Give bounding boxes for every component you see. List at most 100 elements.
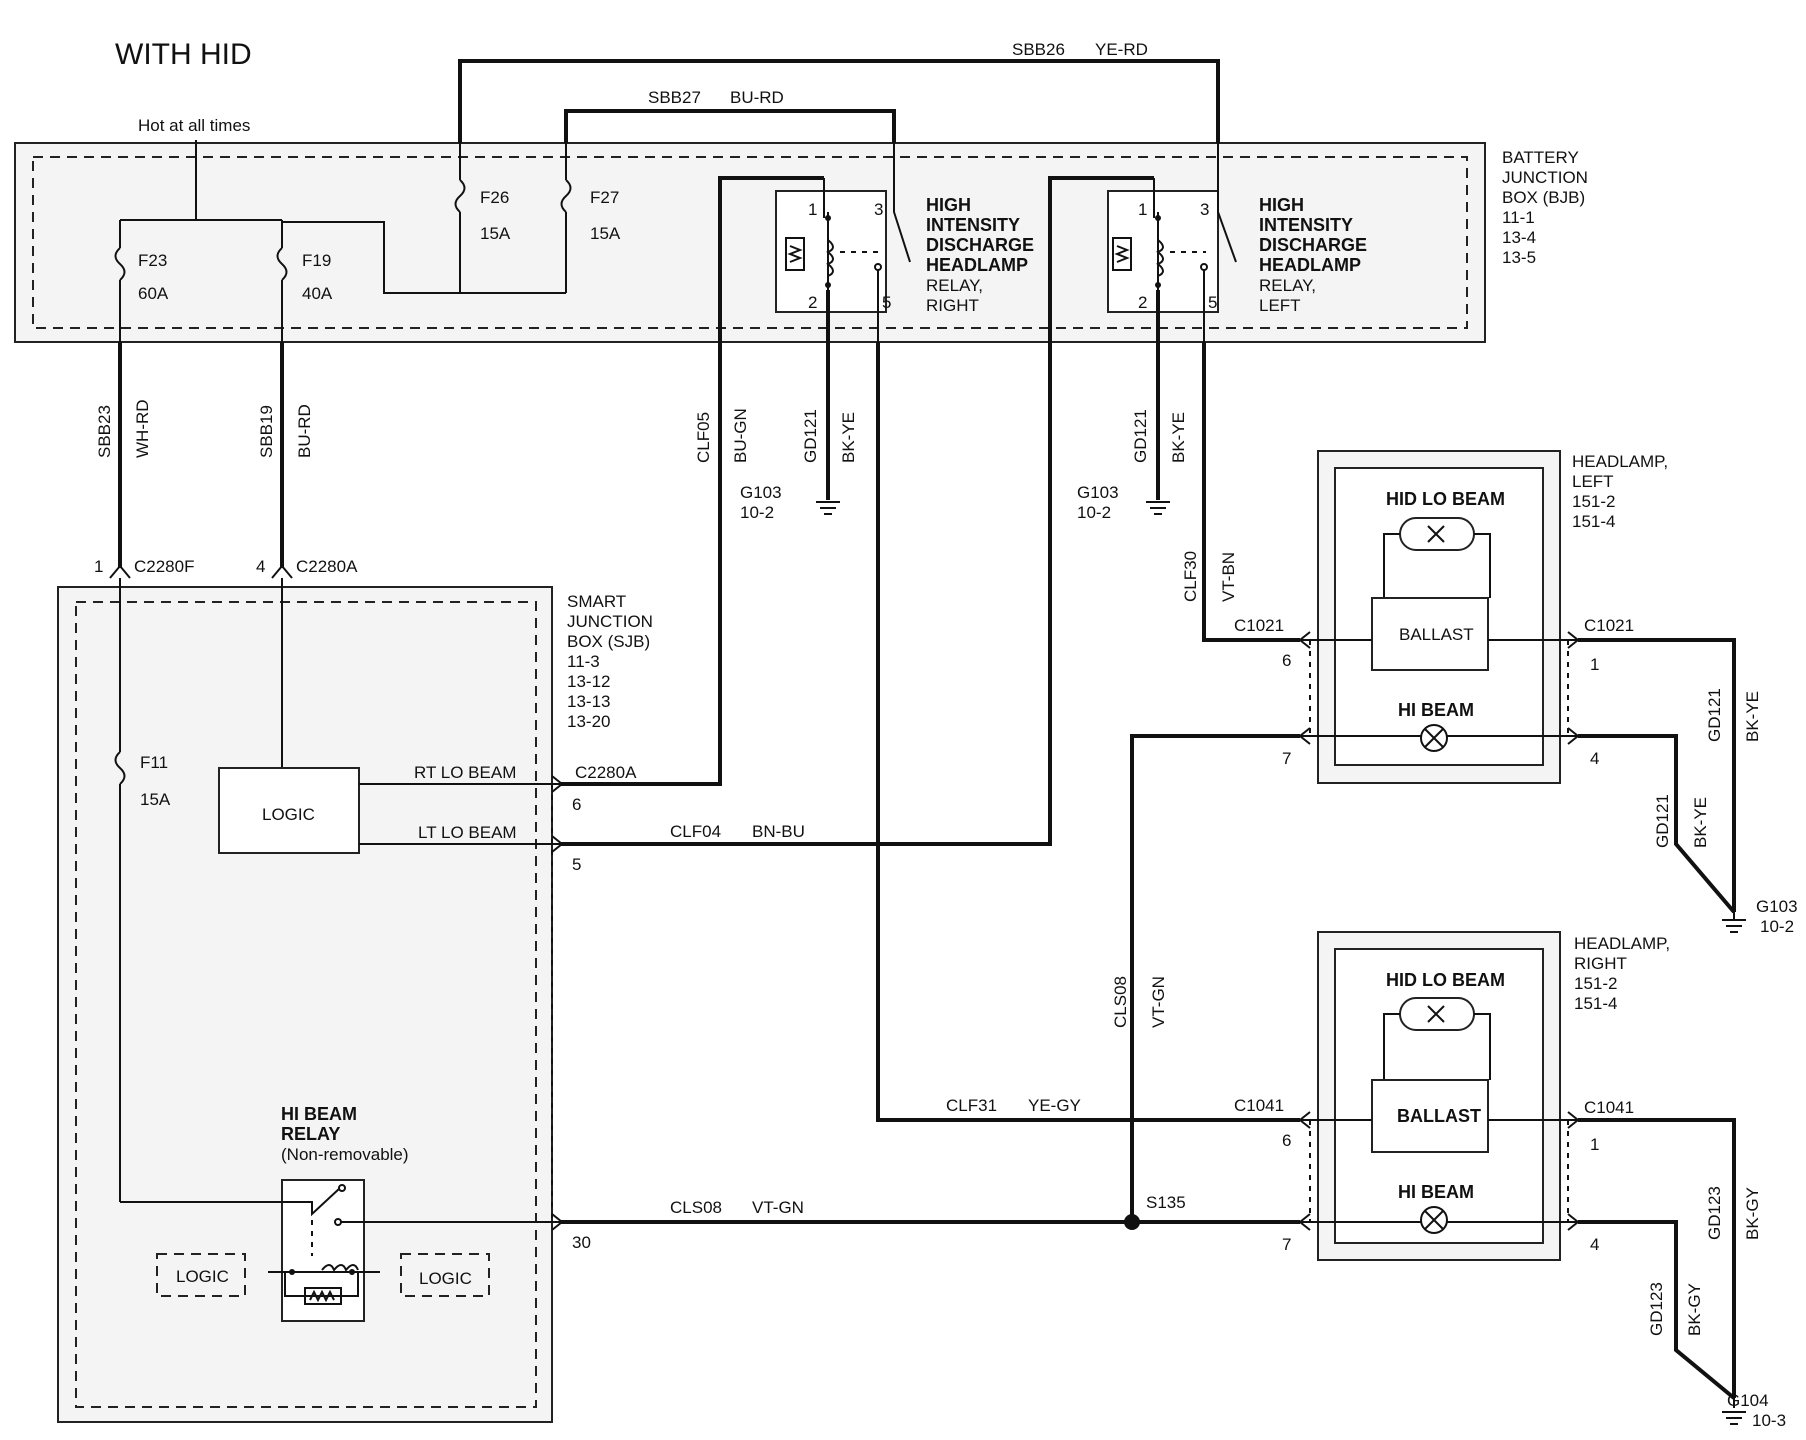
wire-clf30 bbox=[1202, 342, 1300, 642]
wire-clf05-color: BU-GN bbox=[731, 408, 750, 463]
connector-c2280f-pin: 1 bbox=[94, 557, 103, 576]
wire-sbb26-circuit: SBB26 bbox=[1012, 40, 1065, 59]
bjb-label-1: BATTERY bbox=[1502, 148, 1579, 167]
hid-relay-left: 1 3 2 5 HIGH INTENSITY DISCHARGE HEADLAM… bbox=[1107, 143, 1367, 342]
wire-sbb26-color: YE-RD bbox=[1095, 40, 1148, 59]
sjb-inner-dashed bbox=[75, 601, 537, 1408]
wire-cls08-h-circuit: CLS08 bbox=[670, 1198, 722, 1217]
headlamp-right-hi-bulb-x bbox=[1424, 1210, 1444, 1230]
hid-relay-right-label-4: HEADLAMP bbox=[926, 255, 1028, 275]
headlamp-left-pin-6: 6 bbox=[1282, 651, 1291, 670]
ground-g103-left-name: G103 bbox=[1077, 483, 1119, 502]
headlamp-right-conn-out: C1041 bbox=[1584, 1098, 1634, 1117]
hid-relay-left-label-4: HEADLAMP bbox=[1259, 255, 1361, 275]
wire-gd123-b-circuit: GD123 bbox=[1647, 1282, 1666, 1336]
hi-beam-relay-label-1: HI BEAM bbox=[281, 1104, 357, 1124]
headlamp-left-label-4: 151-4 bbox=[1572, 512, 1615, 531]
headlamp-right-hid-bulb-x bbox=[1427, 1005, 1445, 1023]
hi-beam-relay bbox=[120, 1179, 560, 1322]
sjb-label-6: 13-13 bbox=[567, 692, 610, 711]
wire-clf04 bbox=[560, 176, 1154, 846]
wire-gd121-left-circuit: GD121 bbox=[1131, 409, 1150, 463]
fuse-f26-name: F26 bbox=[480, 188, 509, 207]
hid-relay-right-label-1: HIGH bbox=[926, 195, 971, 215]
headlamp-right-hid-lead-r bbox=[1474, 1013, 1491, 1080]
headlamp-right-conn-in: C1041 bbox=[1234, 1096, 1284, 1115]
fuse-f11-rating: 15A bbox=[140, 790, 171, 809]
f26-f27-feed-line bbox=[282, 221, 566, 294]
connector-c2280f-name: C2280F bbox=[134, 557, 194, 576]
fuse-f27-rating: 15A bbox=[590, 224, 621, 243]
bjb-label-2: JUNCTION bbox=[1502, 168, 1588, 187]
fuse-f26: F26 15A bbox=[454, 143, 511, 293]
wire-gd121-left-color: BK-YE bbox=[1169, 412, 1188, 463]
wire-gd121-right-circuit: GD121 bbox=[801, 409, 820, 463]
fuse-f23: F23 60A bbox=[114, 220, 169, 342]
wire-cls08-v-circuit: CLS08 bbox=[1111, 976, 1130, 1028]
headlamp-right-hid-lead-l bbox=[1383, 1013, 1400, 1080]
wire-clf31 bbox=[876, 342, 1300, 1122]
ground-g103-headlamp-name: G103 bbox=[1756, 897, 1798, 916]
connector-c2280a-top-pin: 4 bbox=[256, 557, 265, 576]
hid-relay-left-box bbox=[1107, 190, 1219, 313]
wire-cls08-vertical bbox=[1130, 734, 1300, 1222]
hid-relay-left-label-6: LEFT bbox=[1259, 296, 1301, 315]
sjb-label-5: 13-12 bbox=[567, 672, 610, 691]
c2280a-pin-5-symbol bbox=[551, 835, 564, 853]
rt-lo-beam-label: RT LO BEAM bbox=[414, 763, 516, 782]
fuse-f23-name: F23 bbox=[138, 251, 167, 270]
headlamp-right-ballast bbox=[1371, 1079, 1489, 1153]
fuse-f27: F27 15A bbox=[560, 143, 621, 293]
ground-g104-name: G104 bbox=[1727, 1391, 1769, 1410]
fuse-f19-name: F19 bbox=[302, 251, 331, 270]
headlamp-left-conn-in: C1021 bbox=[1234, 616, 1284, 635]
wire-clf31-circuit: CLF31 bbox=[946, 1096, 997, 1115]
connector-c2280a-top-name: C2280A bbox=[296, 557, 358, 576]
headlamp-left-label-1: HEADLAMP, bbox=[1572, 452, 1668, 471]
ground-symbol-g103-headlamp bbox=[1722, 912, 1746, 933]
wire-gd121-hl-a-circuit: GD121 bbox=[1705, 688, 1724, 742]
headlamp-right-pin-7: 7 bbox=[1282, 1235, 1291, 1254]
headlamp-left-pin-7: 7 bbox=[1282, 749, 1291, 768]
c2280a-pin-30: 30 bbox=[572, 1233, 591, 1252]
wire-clf30-color: VT-BN bbox=[1219, 552, 1238, 602]
c2280a-right-name: C2280A bbox=[575, 763, 637, 782]
connector-c2280f-symbol bbox=[109, 564, 131, 579]
hid-relay-left-pin-2: 2 bbox=[1138, 293, 1147, 312]
wire-gd121-right-color: BK-YE bbox=[839, 412, 858, 463]
fuse-f26-rating: 15A bbox=[480, 224, 511, 243]
wire-clf04-color: BN-BU bbox=[752, 822, 805, 841]
fuse-f27-name: F27 bbox=[590, 188, 619, 207]
headlamp-left-hid-label: HID LO BEAM bbox=[1386, 489, 1505, 509]
headlamp-left: HID LO BEAM BALLAST HI BEAM C1021 C1021 … bbox=[1234, 450, 1668, 784]
hid-relay-right-pin-5: 5 bbox=[882, 293, 891, 312]
wire-clf30-circuit: CLF30 bbox=[1181, 551, 1200, 602]
sjb-label-2: JUNCTION bbox=[567, 612, 653, 631]
hid-relay-left-label-2: INTENSITY bbox=[1259, 215, 1353, 235]
wire-cls08-h-color: VT-GN bbox=[752, 1198, 804, 1217]
headlamp-left-ballast-label: BALLAST bbox=[1399, 625, 1474, 644]
bjb-inner-dashed bbox=[32, 156, 1468, 329]
headlamp-right-hi-label: HI BEAM bbox=[1398, 1182, 1474, 1202]
wire-sbb26 bbox=[458, 59, 1220, 143]
ground-g103-right-ref: 10-2 bbox=[740, 503, 774, 522]
wire-gd121-hl-b bbox=[1578, 734, 1736, 914]
lt-lo-beam-label: LT LO BEAM bbox=[418, 823, 517, 842]
logic-block-right-label: LOGIC bbox=[419, 1269, 472, 1288]
wire-sbb23-color: WH-RD bbox=[133, 399, 152, 458]
wire-clf05 bbox=[560, 176, 824, 786]
hi-beam-relay-label-3: (Non-removable) bbox=[281, 1145, 409, 1164]
hid-relay-left-label-1: HIGH bbox=[1259, 195, 1304, 215]
hid-relay-left-pin-3: 3 bbox=[1200, 200, 1209, 219]
bjb-label-4: 11-1 bbox=[1502, 208, 1535, 227]
ground-g103-right-name: G103 bbox=[740, 483, 782, 502]
headlamp-right-label-2: RIGHT bbox=[1574, 954, 1627, 973]
logic-block-main bbox=[218, 767, 360, 854]
ground-symbol-g103-left bbox=[1146, 501, 1170, 515]
headlamp-left-pin-4: 4 bbox=[1590, 749, 1599, 768]
hid-relay-right-label-5: RELAY, bbox=[926, 276, 983, 295]
headlamp-left-hi-bulb-x bbox=[1424, 728, 1444, 748]
hid-relay-left-label-5: RELAY, bbox=[1259, 276, 1316, 295]
hid-relay-right-pin-3: 3 bbox=[874, 200, 883, 219]
